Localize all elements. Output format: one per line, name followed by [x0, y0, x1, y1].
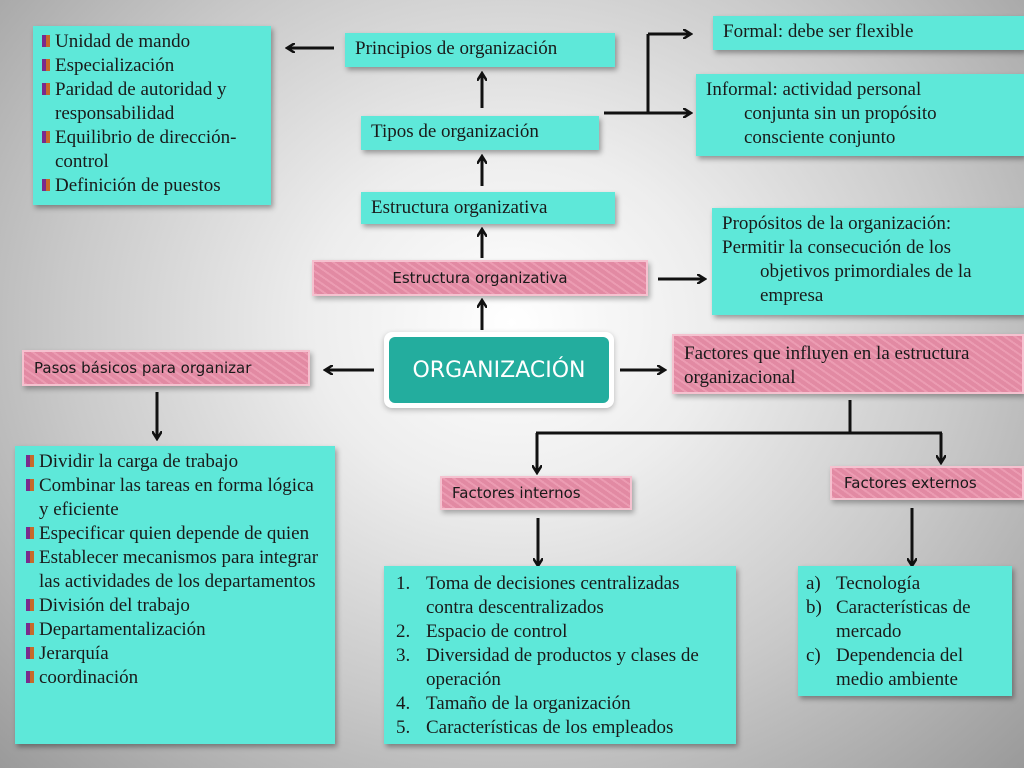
- list-item: 5.Características de los empleados: [396, 717, 674, 738]
- list-item: 3.Diversidad de productos y clases de op…: [396, 645, 699, 690]
- list-item: Equilibrio de dirección-control: [41, 126, 263, 174]
- principios-list: Unidad de mando Especialización Paridad …: [33, 26, 271, 205]
- list-item: Departamentalización: [25, 618, 325, 642]
- externos-items: a)Tecnología b)Características de mercad…: [798, 572, 1004, 692]
- tipos-label: Tipos de organización: [361, 116, 599, 150]
- list-item: 1.Toma de decisiones centralizadas contr…: [396, 573, 680, 618]
- bullet-icon: [41, 54, 51, 71]
- bullet-icon: [41, 30, 51, 47]
- pasos-list: Dividir la carga de trabajo Combinar las…: [15, 446, 335, 744]
- internos-label: Factores internos: [440, 476, 632, 510]
- list-item: Dividir la carga de trabajo: [25, 450, 325, 474]
- center-title: ORGANIZACIÓN: [389, 337, 609, 403]
- bullet-icon: [25, 546, 35, 563]
- list-item: coordinación: [25, 666, 325, 690]
- list-item: 4.Tamaño de la organización: [396, 693, 631, 714]
- list-item: Combinar las tareas en forma lógica y ef…: [25, 474, 325, 522]
- bullet-icon: [41, 126, 51, 143]
- propositos-box: Propósitos de la organización: Permitir …: [712, 208, 1024, 315]
- bullet-icon: [25, 642, 35, 659]
- estructura-pink-label: Estructura organizativa: [312, 260, 648, 296]
- bullet-icon: [41, 78, 51, 95]
- list-item: a)Tecnología: [806, 573, 921, 594]
- factores-label: Factores que influyen en la estructura o…: [672, 334, 1024, 394]
- bullet-icon: [25, 666, 35, 683]
- center-node: ORGANIZACIÓN: [384, 332, 614, 408]
- list-item: Jerarquía: [25, 642, 325, 666]
- estructura-teal-label: Estructura organizativa: [361, 192, 615, 224]
- list-item: Establecer mecanismos para integrar las …: [25, 546, 325, 594]
- internos-items: 1.Toma de decisiones centralizadas contr…: [388, 572, 726, 740]
- list-item: b)Características de mercado: [806, 597, 971, 642]
- principios-label: Principios de organización: [345, 33, 615, 67]
- list-item: 2.Espacio de control: [396, 621, 568, 642]
- list-item: Especialización: [41, 54, 263, 78]
- list-item: c)Dependencia del medio ambiente: [806, 645, 964, 690]
- bullet-icon: [41, 174, 51, 191]
- formal-box: Formal: debe ser flexible: [713, 16, 1024, 50]
- externos-label: Factores externos: [830, 466, 1024, 500]
- bullet-icon: [25, 474, 35, 491]
- pasos-items: Dividir la carga de trabajo Combinar las…: [25, 450, 325, 690]
- list-item: Especificar quien depende de quien: [25, 522, 325, 546]
- bullet-icon: [25, 618, 35, 635]
- list-item: División del trabajo: [25, 594, 325, 618]
- internos-list: 1.Toma de decisiones centralizadas contr…: [384, 566, 736, 744]
- list-item: Definición de puestos: [41, 174, 263, 198]
- informal-box: Informal: actividad personal conjunta si…: [696, 74, 1024, 156]
- externos-list: a)Tecnología b)Características de mercad…: [798, 566, 1012, 696]
- pasos-label: Pasos básicos para organizar: [22, 350, 310, 386]
- principios-items: Unidad de mando Especialización Paridad …: [41, 30, 263, 198]
- bullet-icon: [25, 594, 35, 611]
- bullet-icon: [25, 450, 35, 467]
- bullet-icon: [25, 522, 35, 539]
- list-item: Paridad de autoridad y responsabilidad: [41, 78, 263, 126]
- list-item: Unidad de mando: [41, 30, 263, 54]
